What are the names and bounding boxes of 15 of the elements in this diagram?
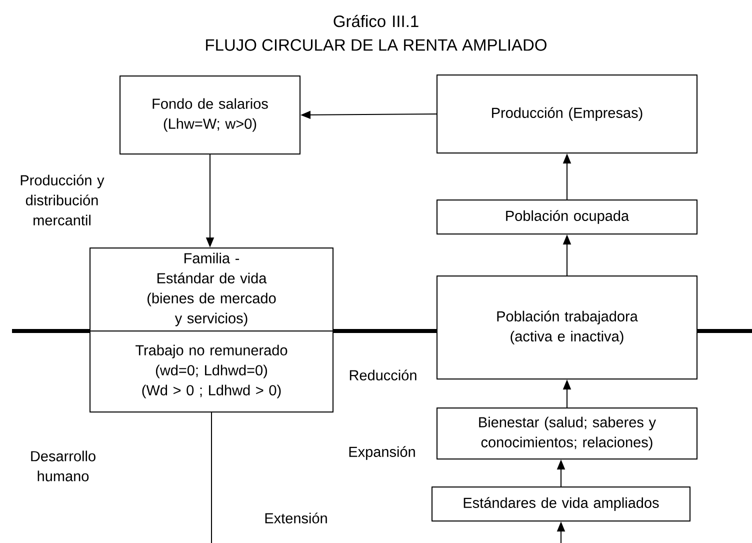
text-box: Trabajo no remunerado (wd=0; Ldhwd=0) (Wd > 0 ; Ldhwd > 0) <box>90 330 334 412</box>
text-box: Población ocupada <box>436 200 698 234</box>
flow-label: Reducción <box>350 370 416 380</box>
text-box: Población trabajadora (activa e inactiva) <box>436 276 698 380</box>
text-box: Estándares de vida ampliados <box>432 486 690 522</box>
flow-label: Desarrollo humano <box>31 450 96 482</box>
text-box: Familia - Estándar de vida (bienes de mercado y servicios) <box>90 248 334 332</box>
flow-label: Producción y distribución mercantil <box>20 174 104 226</box>
figure-number: Gráfico III.1 <box>334 14 418 28</box>
text-box: Bienestar (salud; saberes y conocimientos; relaciones) <box>436 408 698 460</box>
flow-label: Expansión <box>349 446 415 460</box>
title: FLUJO CIRCULAR DE LA RENTA AMPLIADO <box>206 39 546 51</box>
text-box: Producción (Empresas) <box>436 74 698 154</box>
text-box: Fondo de salarios (Lhw=W; w>0) <box>120 76 300 154</box>
flow-label: Extensión <box>265 512 327 524</box>
